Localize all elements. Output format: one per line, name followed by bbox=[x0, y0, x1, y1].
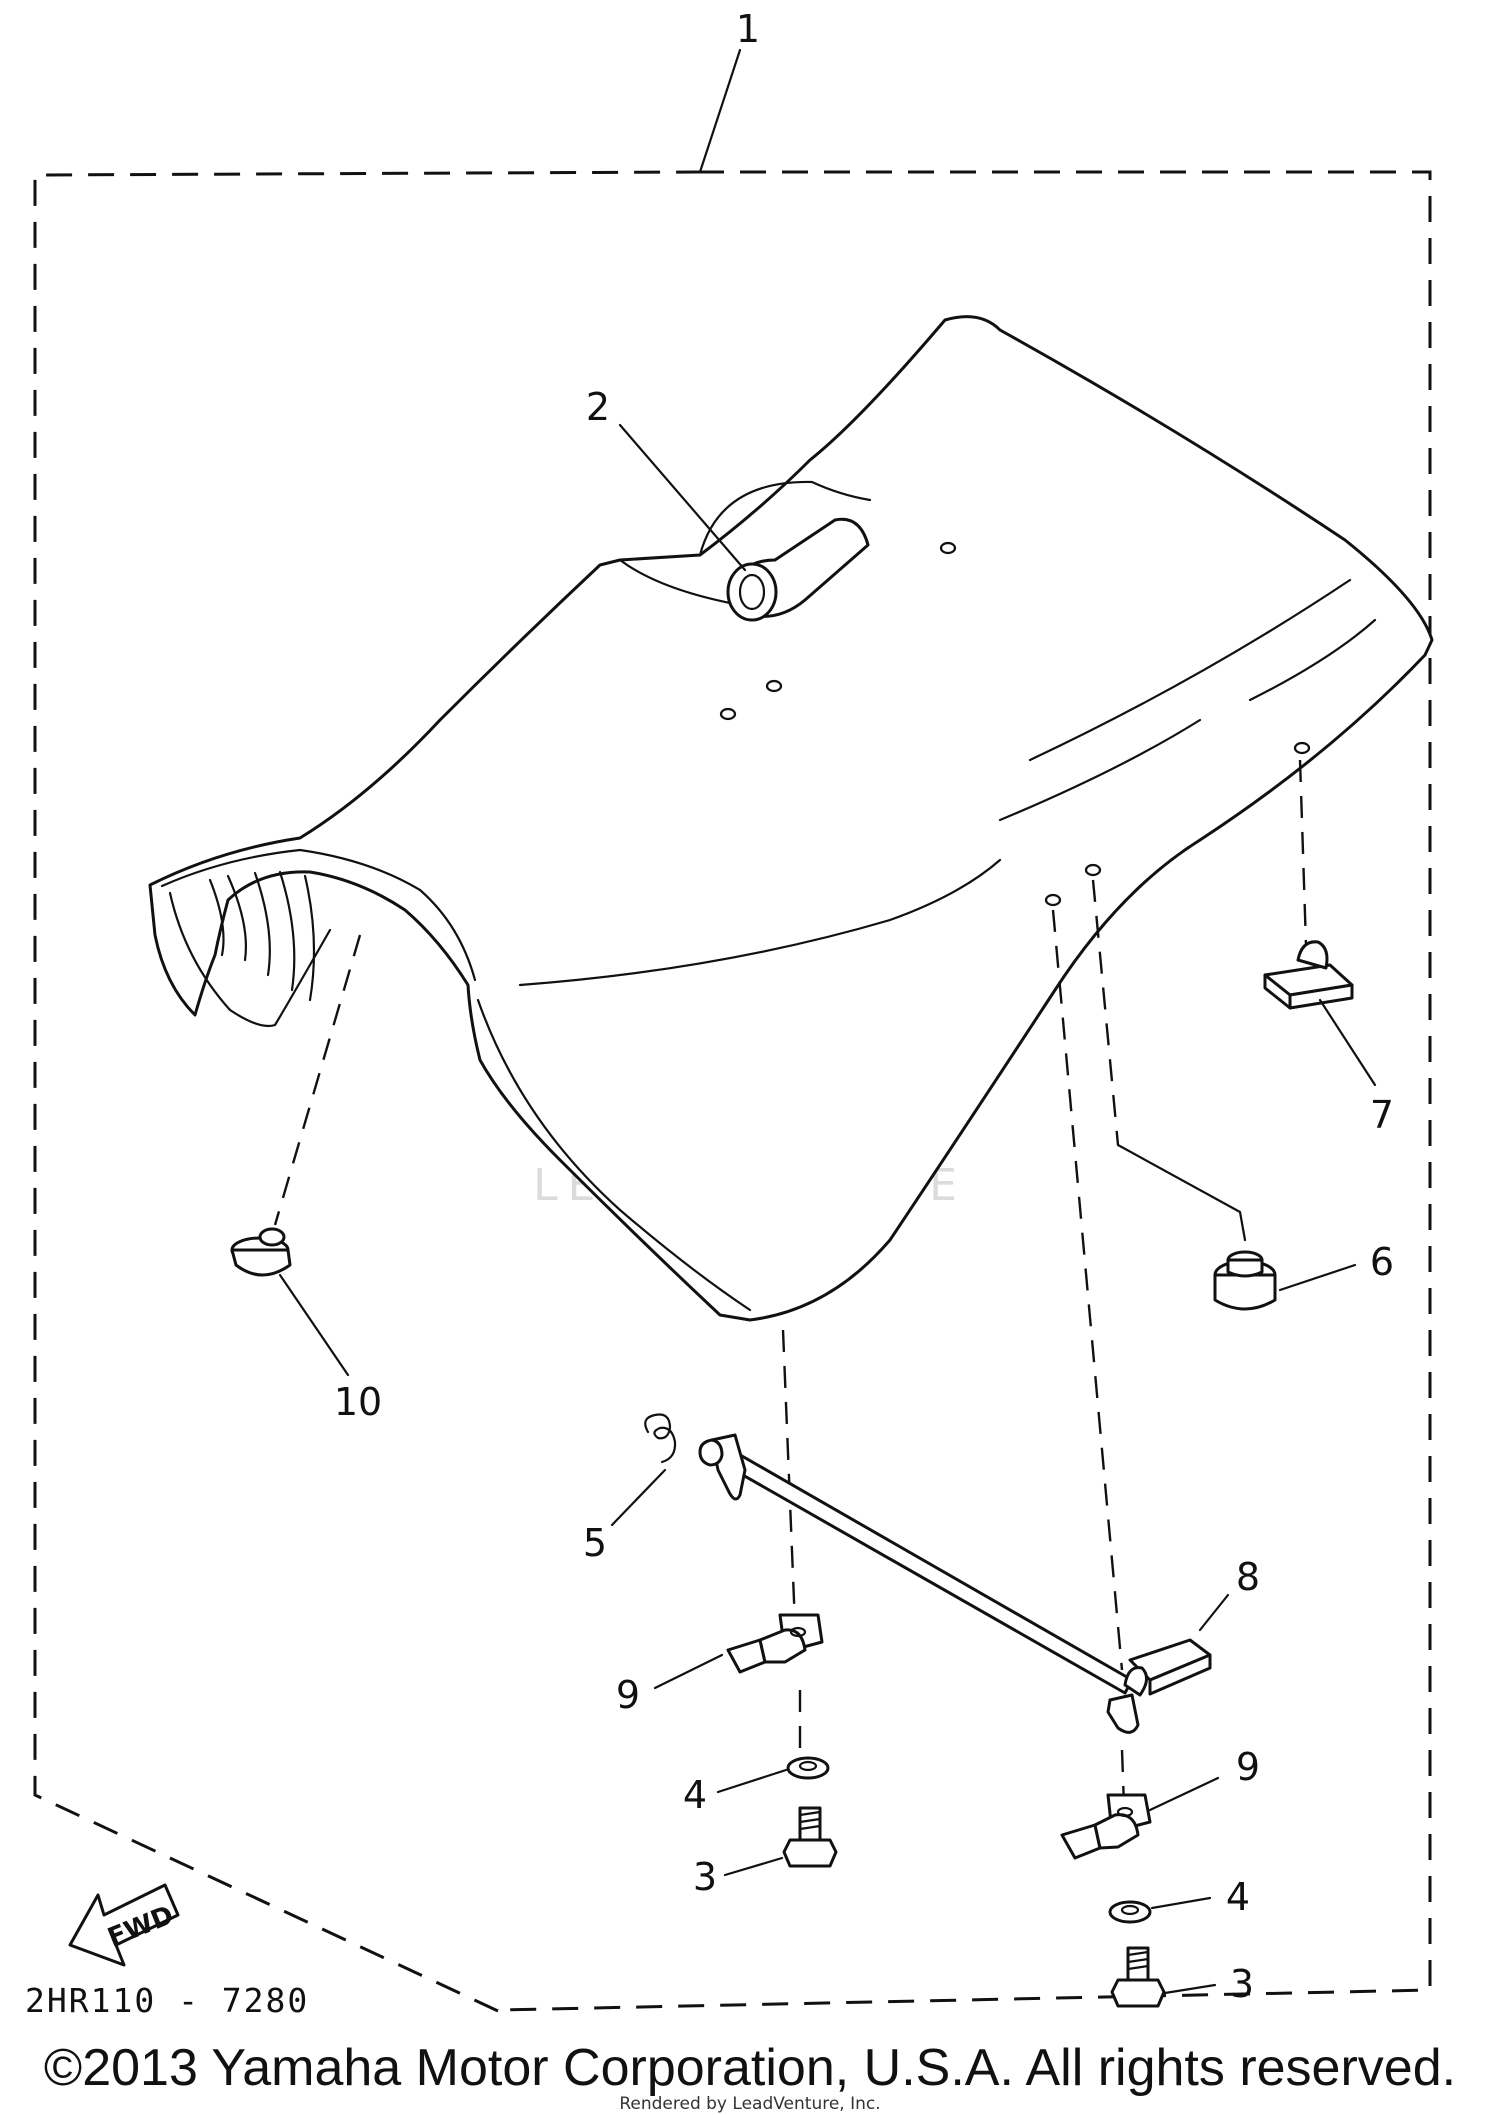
callout-7: 7 bbox=[1370, 1093, 1394, 1137]
leader-4a bbox=[716, 1768, 788, 1794]
callout-6: 6 bbox=[1370, 1240, 1394, 1284]
callout-5: 5 bbox=[583, 1521, 607, 1565]
leader-2 bbox=[618, 423, 747, 572]
leader-6 bbox=[1278, 1263, 1357, 1292]
hidden-right-lower bbox=[1120, 1749, 1127, 1836]
callout-4b: 4 bbox=[1226, 1875, 1250, 1919]
leader-7 bbox=[1318, 998, 1377, 1087]
part-3b-bolt bbox=[1110, 1946, 1166, 2008]
part-4b-washer bbox=[1108, 1900, 1152, 1924]
assembly-boundary bbox=[33, 170, 1432, 2013]
callout-8: 8 bbox=[1236, 1555, 1260, 1599]
copyright-notice: ©2013 Yamaha Motor Corporation, U.S.A. A… bbox=[43, 2039, 1457, 2097]
part-3a-bolt bbox=[782, 1806, 838, 1868]
callout-9b: 9 bbox=[1236, 1745, 1260, 1789]
hidden-6 bbox=[1091, 879, 1120, 1146]
leader-9a bbox=[653, 1653, 724, 1690]
part-10-damper bbox=[230, 1227, 292, 1277]
part-7-clip bbox=[1263, 940, 1354, 1010]
seat-strap bbox=[726, 517, 870, 622]
callout-2: 2 bbox=[586, 385, 610, 429]
hidden-7 bbox=[1298, 759, 1308, 946]
callout-9a: 9 bbox=[616, 1673, 640, 1717]
leader-3a bbox=[723, 1856, 784, 1877]
leader-4b bbox=[1150, 1896, 1212, 1910]
hidden-right-mount bbox=[1051, 909, 1124, 1671]
callout-3b: 3 bbox=[1230, 1962, 1254, 2006]
leader-9b bbox=[1148, 1776, 1220, 1812]
leader-10 bbox=[278, 1273, 350, 1377]
leader-3b bbox=[1163, 1983, 1217, 1995]
leader-6-from-hole bbox=[1116, 1143, 1247, 1242]
part-8-rod bbox=[698, 1433, 1212, 1734]
leader-8 bbox=[1198, 1593, 1230, 1632]
part-9a-bracket bbox=[726, 1613, 824, 1674]
part-4a-washer bbox=[786, 1756, 830, 1780]
part-5-spring-clip bbox=[644, 1413, 677, 1464]
seat-assembly bbox=[148, 315, 1434, 1322]
diagram-code: 2HR110 - 7280 bbox=[25, 1981, 309, 2020]
callout-3a: 3 bbox=[693, 1855, 717, 1899]
hidden-10 bbox=[273, 934, 362, 1226]
callout-1: 1 bbox=[736, 7, 760, 51]
leader-1 bbox=[698, 48, 742, 174]
leader-5 bbox=[610, 1468, 667, 1527]
callout-10: 10 bbox=[334, 1380, 382, 1424]
callout-4a: 4 bbox=[683, 1773, 707, 1817]
part-6-damper bbox=[1213, 1250, 1277, 1311]
fwd-arrow: FWD bbox=[68, 1883, 180, 1967]
hidden-left-mount bbox=[781, 1329, 797, 1626]
part-9b-bracket bbox=[1060, 1793, 1152, 1860]
rendered-by-notice: Rendered by LeadVenture, Inc. bbox=[619, 2094, 881, 2114]
